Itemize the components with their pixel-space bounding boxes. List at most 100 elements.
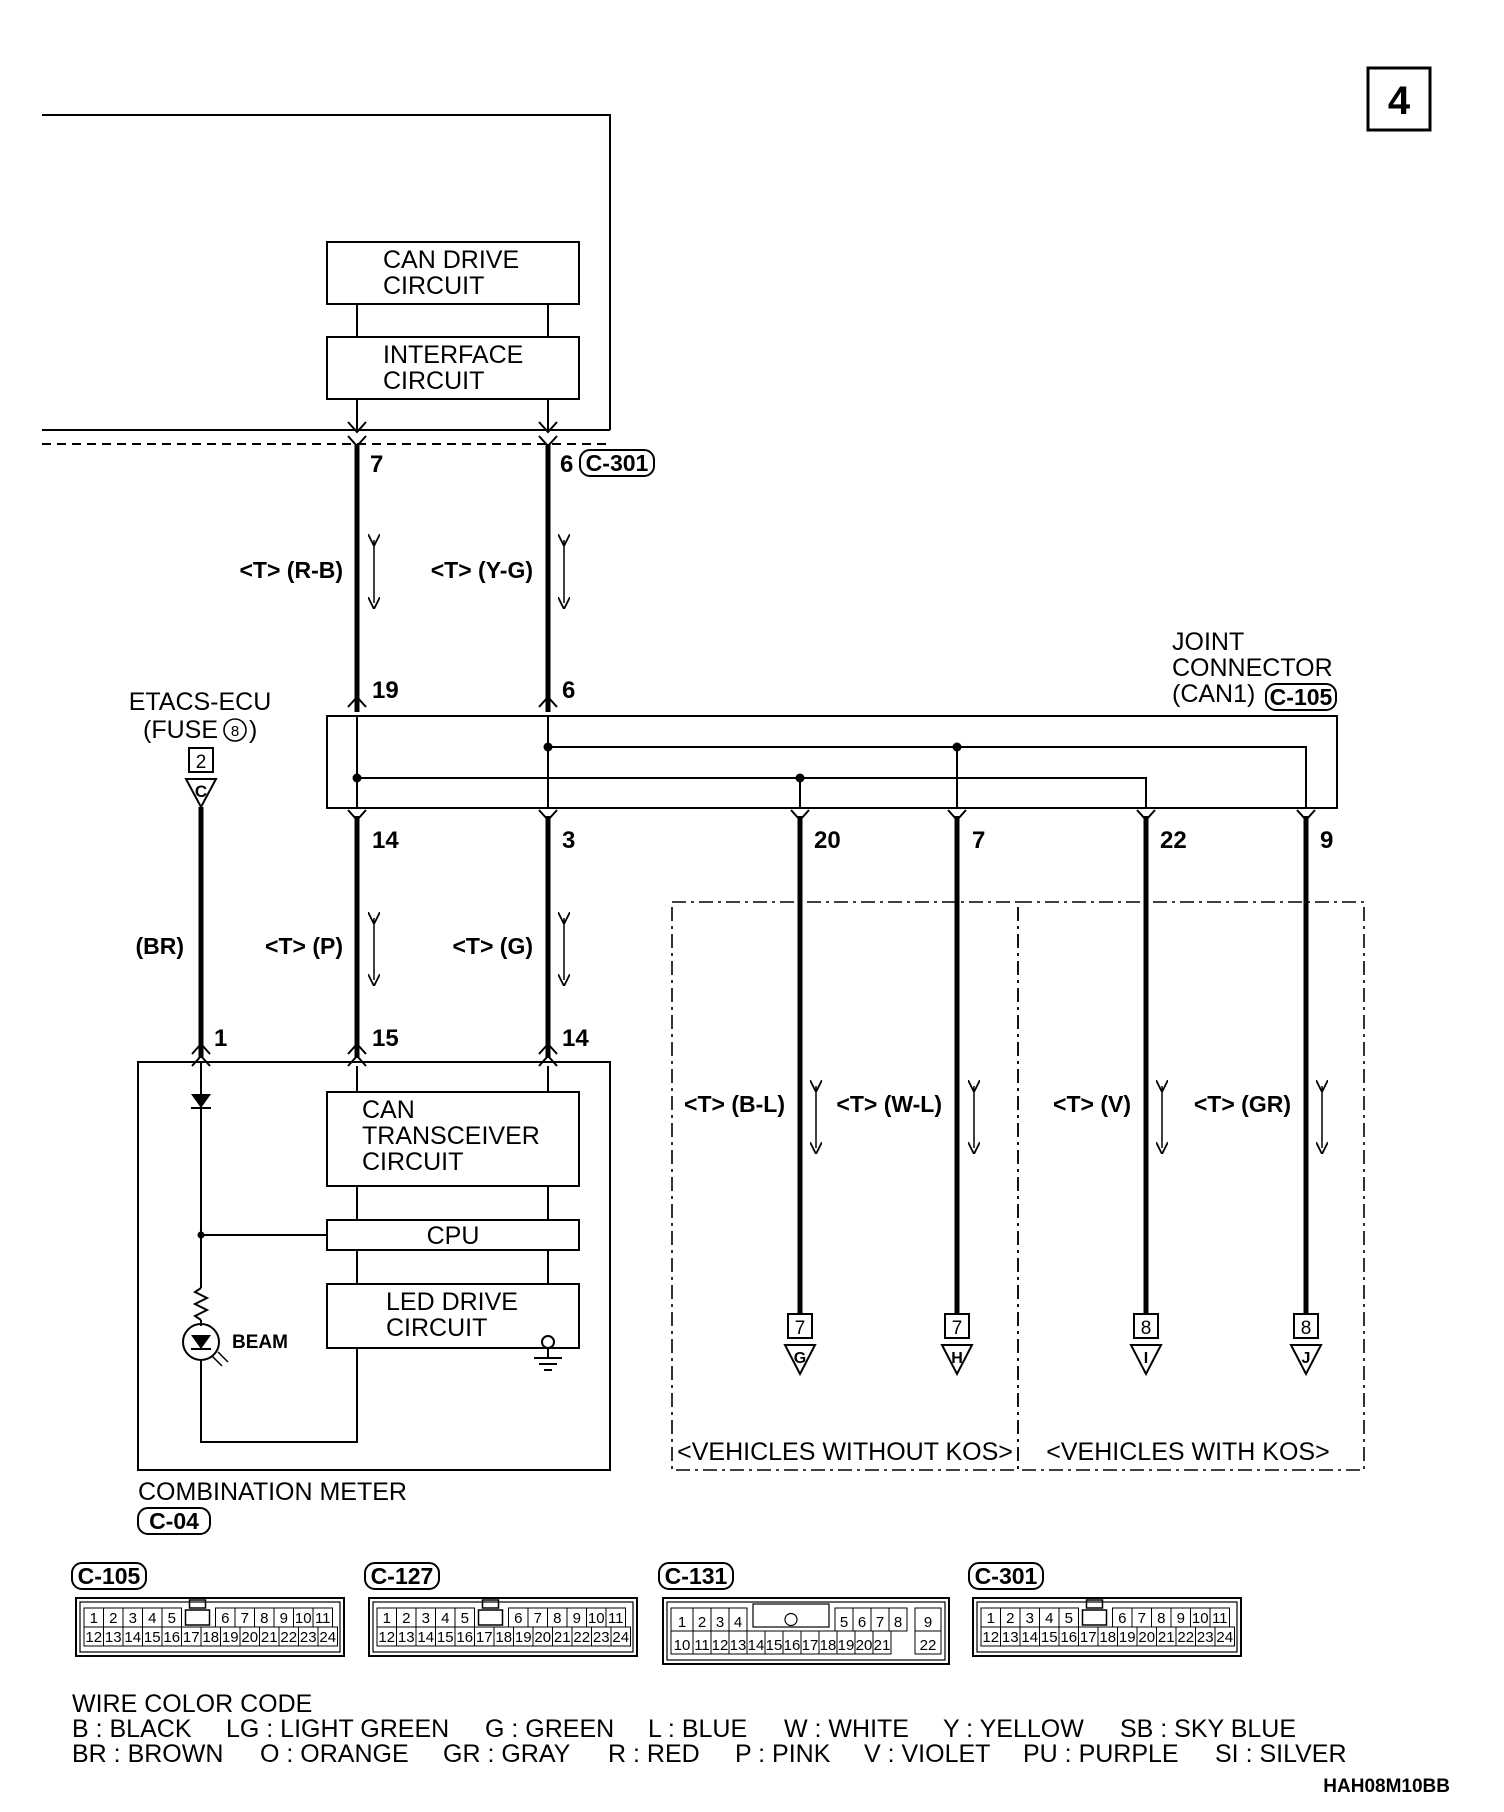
pin-number: 15: [1041, 1629, 1058, 1646]
wire-label-rb: <T> (R-B): [240, 557, 344, 583]
beam-led-icon: [182, 1323, 229, 1367]
etacs-connector-triangle: [184, 778, 218, 810]
svg-text:(CAN1): (CAN1): [1172, 680, 1255, 708]
middle-wires: [191, 807, 564, 1067]
pin-number: 21: [554, 1629, 571, 1646]
pin-number: 12: [982, 1629, 999, 1646]
pin-number: 24: [1216, 1629, 1233, 1646]
svg-text:22: 22: [1160, 827, 1187, 854]
pin-number: 23: [593, 1629, 610, 1646]
etacs-ecu: ETACS-ECU (FUSE 8 ) 2 C: [129, 688, 271, 810]
pin-number: 17: [476, 1629, 493, 1646]
pin-meter-1: 1: [214, 1025, 227, 1052]
pin-number: 17: [183, 1629, 200, 1646]
terminal-i: 8 I: [1129, 1313, 1163, 1377]
pin-cell: [872, 1630, 892, 1655]
interface-circuit: INTERFACE CIRCUIT: [326, 336, 580, 400]
pin-number: 19: [515, 1629, 532, 1646]
pin-number: 4: [734, 1614, 742, 1631]
pin-number: 7: [241, 1610, 249, 1627]
connector-inner: [79, 1601, 341, 1653]
connector-id-badge: [71, 1562, 147, 1590]
pin-number: 6: [858, 1614, 866, 1631]
combination-meter-label: COMBINATION METER: [138, 1478, 407, 1506]
svg-text:B : BLACK: B : BLACK: [72, 1715, 192, 1743]
pin-number: 1: [90, 1610, 98, 1627]
pin-number: 5: [168, 1610, 176, 1627]
pin-number: 15: [766, 1637, 783, 1654]
connector-key: [1081, 1609, 1108, 1626]
kos-regions: [671, 901, 1365, 1471]
fuse-number-circle: [223, 718, 247, 742]
pin-jc-19: 19: [372, 677, 399, 704]
pin-number: 7: [534, 1610, 542, 1627]
upper-frame: [42, 114, 611, 445]
page-number: 4: [1388, 79, 1411, 123]
pin-number: 15: [437, 1629, 454, 1646]
svg-text:O : ORANGE: O : ORANGE: [260, 1740, 409, 1768]
connector-inner: [666, 1601, 946, 1661]
wire-label-gr: <T> (GR): [1194, 1091, 1291, 1117]
pin-number: 22: [280, 1629, 297, 1646]
pin-number: 12: [378, 1629, 395, 1646]
connector-key: [184, 1609, 211, 1626]
pin-number: 10: [674, 1637, 691, 1654]
connector-latch: [188, 1599, 207, 1609]
pin-number: 19: [838, 1637, 855, 1654]
connector-latch: [784, 1612, 798, 1627]
pin-number: 24: [319, 1629, 336, 1646]
cpu-block: [326, 1219, 580, 1251]
pin-cell: [914, 1630, 942, 1655]
wire-label-yg: <T> (Y-G): [431, 557, 533, 583]
upper-can-wires: [347, 399, 564, 712]
figure-code: HAH08M10BB: [1323, 1776, 1450, 1797]
interface-label-2: CIRCUIT: [383, 367, 484, 395]
can-drive-circuit: CAN DRIVE CIRCUIT: [326, 241, 580, 305]
pin-number: 6: [514, 1610, 522, 1627]
pin-c301-7: 7: [370, 451, 383, 478]
pin-number: 2: [109, 1610, 117, 1627]
connector-id-text: C-301: [975, 1563, 1038, 1589]
pin-number: 9: [573, 1610, 581, 1627]
svg-text:G: G: [794, 1350, 806, 1367]
pin-number: 17: [802, 1637, 819, 1654]
pin-number: 13: [1002, 1629, 1019, 1646]
legend-title: WIRE COLOR CODE: [72, 1690, 312, 1718]
pin-number: 8: [260, 1610, 268, 1627]
wire-label-bl: <T> (B-L): [684, 1091, 785, 1117]
connector-latch: [1085, 1599, 1104, 1609]
svg-text:(FUSE: (FUSE: [143, 716, 218, 744]
pin-number: 11: [694, 1637, 710, 1654]
pin-number: 4: [148, 1610, 156, 1627]
svg-text:CIRCUIT: CIRCUIT: [386, 1314, 487, 1342]
wire-label-g: <T> (G): [452, 933, 533, 959]
wire-label-br: (BR): [135, 933, 184, 959]
svg-text:9: 9: [1320, 827, 1333, 854]
svg-text:7: 7: [795, 1318, 806, 1339]
pin-number: 23: [300, 1629, 317, 1646]
svg-text:L : BLUE: L : BLUE: [648, 1715, 747, 1743]
pin-number: 13: [730, 1637, 747, 1654]
wire-label-wl: <T> (W-L): [836, 1091, 942, 1117]
svg-text:CPU: CPU: [427, 1222, 480, 1250]
jc-bottom-pins: 14 3 20 7 22 9: [372, 827, 1333, 854]
pin-number: 19: [222, 1629, 239, 1646]
pin-number: 3: [1026, 1610, 1034, 1627]
wire-color-legend: WIRE COLOR CODE B : BLACK LG : LIGHT GRE…: [72, 1690, 1347, 1768]
svg-text:W : WHITE: W : WHITE: [784, 1715, 909, 1743]
svg-text:C: C: [195, 782, 207, 801]
pin-number: 6: [1118, 1610, 1126, 1627]
joint-dots: [352, 742, 962, 783]
pin-number: 18: [202, 1629, 219, 1646]
pin-number: 20: [856, 1637, 873, 1654]
pin-cell: [610, 1626, 631, 1647]
pin-number: 20: [534, 1629, 551, 1646]
pin-number: 10: [588, 1610, 605, 1627]
led-drive-circuit: [326, 1283, 580, 1349]
svg-text:8: 8: [1301, 1318, 1312, 1339]
interface-label-1: INTERFACE: [383, 341, 523, 369]
combination-meter: BEAM CAN TRANSCEIVER CIRCUIT CPU LED DRI…: [137, 1061, 611, 1471]
svg-text:20: 20: [814, 827, 841, 854]
pin-number: 22: [573, 1629, 590, 1646]
